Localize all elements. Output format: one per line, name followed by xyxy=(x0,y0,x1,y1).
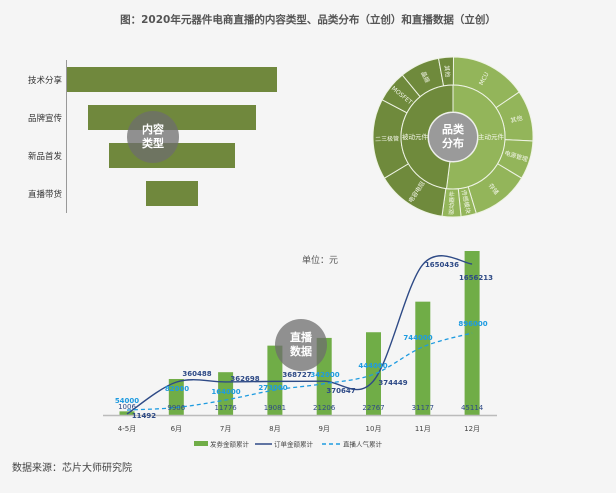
source-note: 数据来源：芯片大师研究院 xyxy=(12,463,132,474)
bar-coupon-amount xyxy=(218,372,234,415)
badge-line: 类型 xyxy=(142,137,164,150)
x-tick-label: 8月 xyxy=(269,425,280,433)
outer-segment-label: 其他 xyxy=(443,65,452,78)
order-data-label: 1656213 xyxy=(459,274,493,282)
bar-coupon-amount xyxy=(168,378,184,415)
popularity-data-label: 82000 xyxy=(165,385,189,393)
x-tick-label: 10月 xyxy=(366,425,382,433)
bar-data-label: 19081 xyxy=(264,404,286,412)
badge-line: 品类 xyxy=(442,123,464,136)
badge-line: 直播 xyxy=(290,331,312,344)
outer-segment-label: 二三极管 xyxy=(375,135,399,144)
x-tick-label: 7月 xyxy=(220,425,231,433)
popularity-data-label: 54000 xyxy=(115,397,139,405)
bar-data-label: 31177 xyxy=(412,404,434,412)
outer-segment-label: 驱动器件 xyxy=(448,191,456,215)
legend-label: 直播人气累计 xyxy=(343,440,383,449)
order-data-label: 1650436 xyxy=(425,261,459,269)
inner-segment-label: 主动元件 xyxy=(478,132,505,141)
bar-data-label: 22767 xyxy=(362,404,384,412)
bar-coupon-amount xyxy=(267,345,283,415)
order-data-label: 360488 xyxy=(182,370,211,378)
funnel-axis xyxy=(66,60,67,213)
funnel-label: 技术分享 xyxy=(27,76,62,86)
live-data-badge: 直播数据 xyxy=(275,319,327,371)
order-data-label: 370647 xyxy=(326,387,355,395)
popularity-data-label: 342000 xyxy=(310,371,339,379)
popularity-data-label: 444000 xyxy=(358,362,387,370)
popularity-data-label: 273000 xyxy=(258,384,287,392)
bar-data-label: 9906 xyxy=(167,404,185,412)
bar-data-label: 21206 xyxy=(313,404,336,412)
popularity-data-label: 164000 xyxy=(211,388,240,396)
popularity-data-label: 744000 xyxy=(403,334,432,342)
badge-line: 分布 xyxy=(442,137,464,150)
bar-data-label: 1006 xyxy=(118,403,136,411)
line-order-amount xyxy=(126,255,473,415)
x-tick-label: 11月 xyxy=(415,425,431,433)
funnel-label: 直播带货 xyxy=(27,190,62,200)
badge-line: 内容 xyxy=(142,123,164,136)
order-data-label: 11492 xyxy=(132,412,156,420)
x-tick-label: 4-5月 xyxy=(118,425,136,433)
content-type-badge: 内容类型 xyxy=(127,111,179,163)
legend-label: 订单金额累计 xyxy=(274,440,314,449)
funnel-label: 新品首发 xyxy=(27,152,62,162)
popularity-data-label: 896000 xyxy=(458,320,487,328)
funnel-label: 品牌宣传 xyxy=(27,114,62,124)
bar-data-label: 11776 xyxy=(214,404,237,412)
funnel-bar xyxy=(67,67,277,92)
bar-coupon-amount xyxy=(415,301,431,415)
inner-segment-label: 被动元件 xyxy=(402,132,429,141)
bar-coupon-amount xyxy=(366,332,381,415)
x-tick-label: 9月 xyxy=(318,425,329,433)
order-data-label: 374449 xyxy=(378,379,407,387)
x-tick-label: 6月 xyxy=(171,425,182,433)
legend-label: 发券金额累计 xyxy=(210,440,250,449)
x-tick-label: 12月 xyxy=(464,425,480,433)
figure-title: 图：2020年元器件电商直播的内容类型、品类分布（立创）和直播数据（立创） xyxy=(120,14,496,26)
badge-line: 数据 xyxy=(290,345,312,358)
line-popularity xyxy=(126,332,473,411)
legend-bar-swatch xyxy=(194,441,208,446)
category-badge: 品类分布 xyxy=(428,112,478,162)
order-data-label: 362698 xyxy=(230,375,259,383)
order-data-label: 368727 xyxy=(282,371,311,379)
funnel-bar xyxy=(145,181,199,206)
bar-data-label: 45114 xyxy=(461,404,484,412)
chart-unit-label: 单位：元 xyxy=(302,254,338,266)
outer-segment-label: 其他 xyxy=(510,114,524,125)
